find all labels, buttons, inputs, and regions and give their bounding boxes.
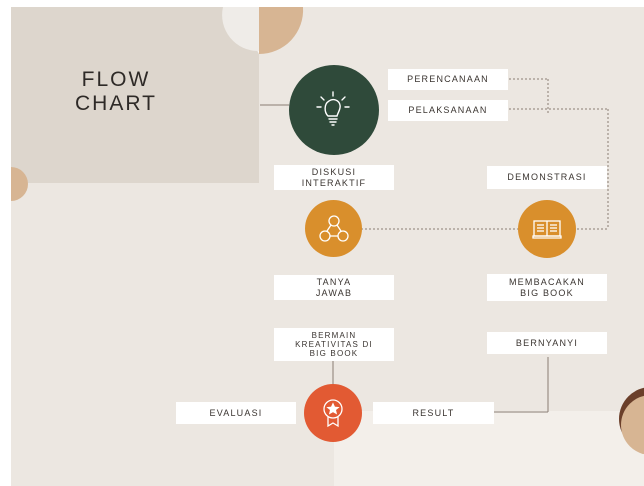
deco-tan-quarter-top bbox=[259, 7, 304, 55]
deco-tan-half-left bbox=[11, 167, 28, 201]
people-network-icon bbox=[318, 214, 349, 242]
deco-light-quarter bbox=[222, 7, 259, 52]
lightbulb-icon bbox=[316, 91, 350, 126]
award-badge-icon bbox=[323, 399, 343, 428]
label-pelaksanaan: PELAKSANAAN bbox=[388, 100, 508, 121]
label-membacakan-big-book: MEMBACAKAN BIG BOOK bbox=[487, 274, 607, 301]
title-line-1: FLOW bbox=[81, 68, 151, 91]
label-bermain-kreativitas: BERMAIN KREATIVITAS DI BIG BOOK bbox=[274, 328, 394, 361]
label-bernyanyi: BERNYANYI bbox=[487, 332, 607, 354]
discussion-node bbox=[305, 200, 362, 257]
deco-tan-circle-right bbox=[621, 395, 644, 455]
label-tanya-jawab: TANYA JAWAB bbox=[274, 275, 394, 300]
label-demonstrasi: DEMONSTRASI bbox=[487, 166, 607, 189]
open-book-icon bbox=[532, 220, 562, 239]
connector-lines bbox=[260, 78, 609, 413]
label-perencanaan: PERENCANAAN bbox=[388, 69, 508, 90]
label-diskusi-interaktif: DISKUSI INTERAKTIF bbox=[274, 165, 394, 190]
book-node bbox=[518, 200, 576, 258]
title-line-2: CHART bbox=[75, 92, 157, 115]
label-result: RESULT bbox=[373, 402, 494, 424]
award-node bbox=[304, 384, 362, 442]
flowchart-canvas: FLOW CHART bbox=[11, 7, 644, 486]
label-evaluasi: EVALUASI bbox=[176, 402, 296, 424]
idea-node bbox=[289, 65, 379, 155]
title-panel: FLOW CHART bbox=[11, 7, 259, 183]
